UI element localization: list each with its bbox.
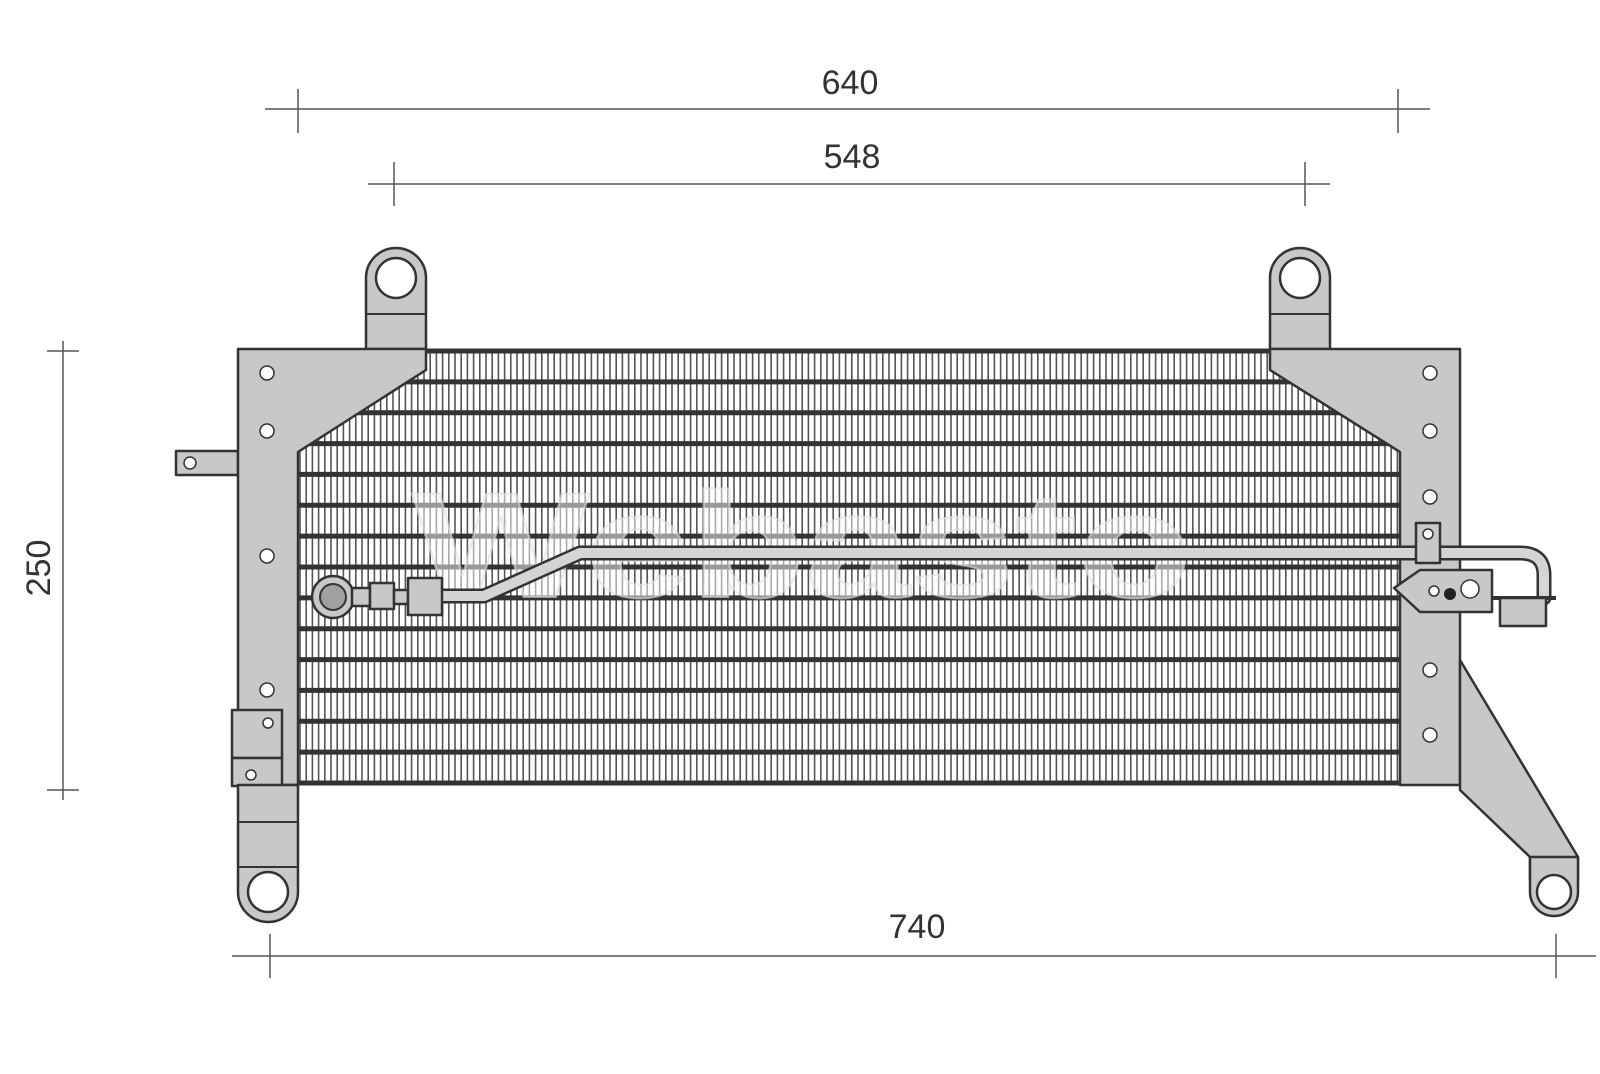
dimension-height: 250 (20, 341, 79, 800)
dimension-top-overall: 640 (265, 64, 1430, 133)
left-lower-block (230, 708, 284, 760)
dimension-label-top-inner: 548 (824, 138, 881, 176)
core-tubes (298, 348, 1400, 786)
dimension-top-inner: 548 (368, 138, 1330, 206)
left-bottom-mount-hole (246, 870, 290, 914)
left-top-mount-hole (374, 256, 418, 300)
right-bottom-mount-hole (1535, 873, 1573, 911)
inlet-nut (368, 581, 396, 611)
dimension-label-bottom-overall: 740 (889, 908, 946, 946)
condenser-core (298, 348, 1400, 786)
left-side-bracket (174, 246, 428, 924)
refrigerant-pipe (310, 521, 1556, 628)
right-side-bracket (1268, 246, 1580, 918)
inlet-fitting (406, 576, 444, 617)
dimension-label-top-overall: 640 (822, 64, 879, 102)
right-top-mount-hole (1278, 256, 1322, 300)
dimension-bottom-overall: 740 (232, 908, 1596, 978)
outlet-port (1498, 596, 1548, 628)
dimension-label-height: 250 (20, 540, 58, 597)
watermark-logo: Webasto (412, 461, 1192, 629)
